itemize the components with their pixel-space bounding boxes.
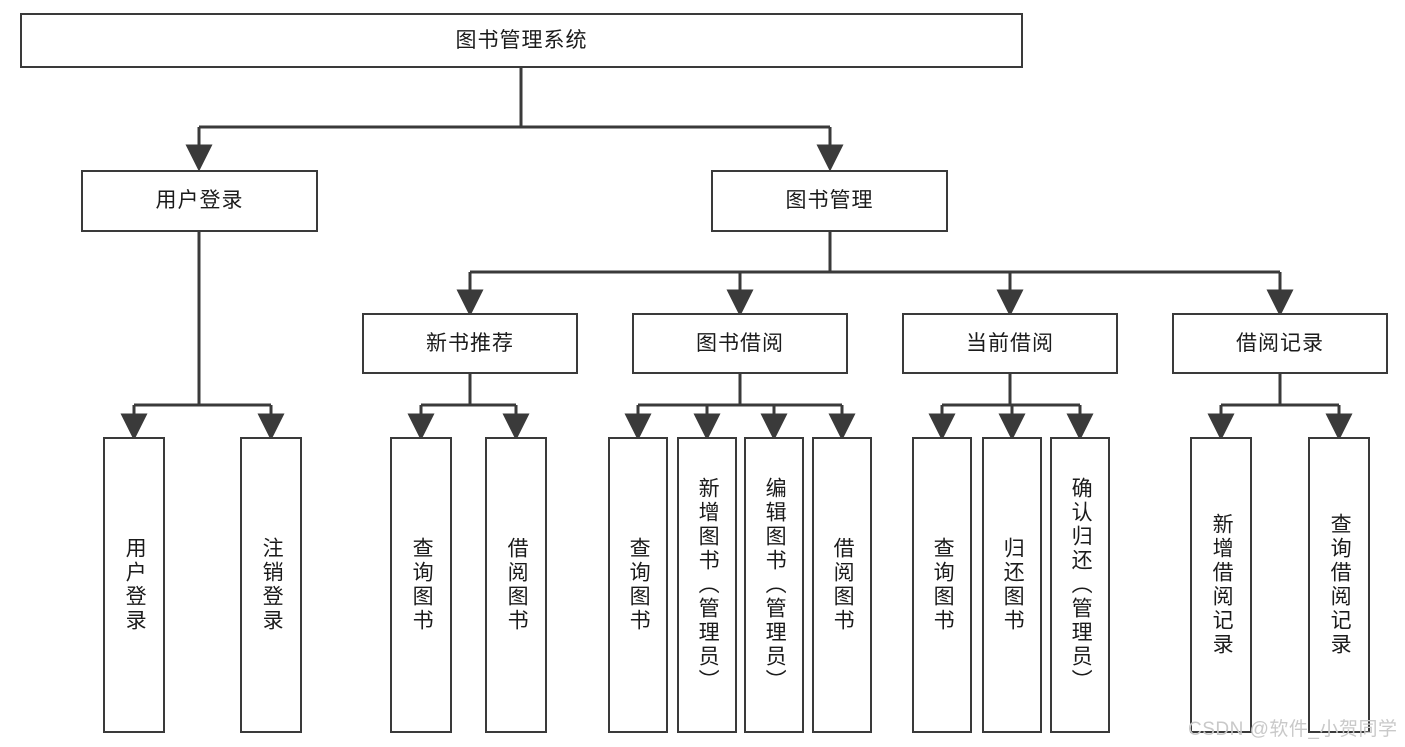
node-leaf-query-book-2-label: 查询图书 [627, 537, 651, 633]
node-leaf-add-book-admin-label: 新增图书（管理员） [696, 477, 720, 693]
csdn-watermark: CSDN @软件_小贺同学 [1188, 719, 1398, 740]
node-borrow-record[interactable]: 借阅记录 [1172, 313, 1388, 374]
node-book-management[interactable]: 图书管理 [711, 170, 948, 232]
node-borrow-record-label: 借阅记录 [1236, 331, 1324, 355]
node-leaf-user-login-label: 用户登录 [123, 537, 147, 633]
node-leaf-borrow-book-1-label: 借阅图书 [505, 537, 529, 633]
node-leaf-confirm-return-admin-label: 确认归还（管理员） [1069, 477, 1093, 693]
node-leaf-query-borrow-record-label: 查询借阅记录 [1328, 513, 1352, 657]
node-leaf-borrow-book-2[interactable]: 借阅图书 [812, 437, 872, 733]
node-new-book-recommend-label: 新书推荐 [426, 331, 514, 355]
node-leaf-add-borrow-record-label: 新增借阅记录 [1210, 513, 1234, 657]
node-leaf-user-logout[interactable]: 注销登录 [240, 437, 302, 733]
node-leaf-query-book-2[interactable]: 查询图书 [608, 437, 668, 733]
node-book-borrow[interactable]: 图书借阅 [632, 313, 848, 374]
node-leaf-add-book-admin[interactable]: 新增图书（管理员） [677, 437, 737, 733]
node-leaf-user-logout-label: 注销登录 [260, 537, 284, 633]
node-root-label: 图书管理系统 [455, 28, 588, 52]
node-leaf-query-book-3[interactable]: 查询图书 [912, 437, 972, 733]
node-leaf-query-book-1[interactable]: 查询图书 [390, 437, 452, 733]
node-leaf-borrow-book-2-label: 借阅图书 [831, 537, 855, 633]
node-current-borrow-label: 当前借阅 [966, 331, 1054, 355]
node-leaf-confirm-return-admin[interactable]: 确认归还（管理员） [1050, 437, 1110, 733]
node-new-book-recommend[interactable]: 新书推荐 [362, 313, 578, 374]
node-user-login-label: 用户登录 [155, 189, 244, 213]
node-leaf-edit-book-admin[interactable]: 编辑图书（管理员） [744, 437, 804, 733]
node-leaf-query-book-3-label: 查询图书 [931, 537, 955, 633]
node-leaf-return-book[interactable]: 归还图书 [982, 437, 1042, 733]
node-current-borrow[interactable]: 当前借阅 [902, 313, 1118, 374]
node-leaf-user-login[interactable]: 用户登录 [103, 437, 165, 733]
node-leaf-query-book-1-label: 查询图书 [410, 537, 434, 633]
node-leaf-add-borrow-record[interactable]: 新增借阅记录 [1190, 437, 1252, 733]
node-root[interactable]: 图书管理系统 [20, 13, 1023, 68]
node-user-login[interactable]: 用户登录 [81, 170, 318, 232]
node-leaf-edit-book-admin-label: 编辑图书（管理员） [763, 477, 787, 693]
node-leaf-query-borrow-record[interactable]: 查询借阅记录 [1308, 437, 1370, 733]
node-leaf-return-book-label: 归还图书 [1001, 537, 1025, 633]
node-book-management-label: 图书管理 [785, 189, 874, 213]
node-book-borrow-label: 图书借阅 [696, 331, 784, 355]
node-leaf-borrow-book-1[interactable]: 借阅图书 [485, 437, 547, 733]
